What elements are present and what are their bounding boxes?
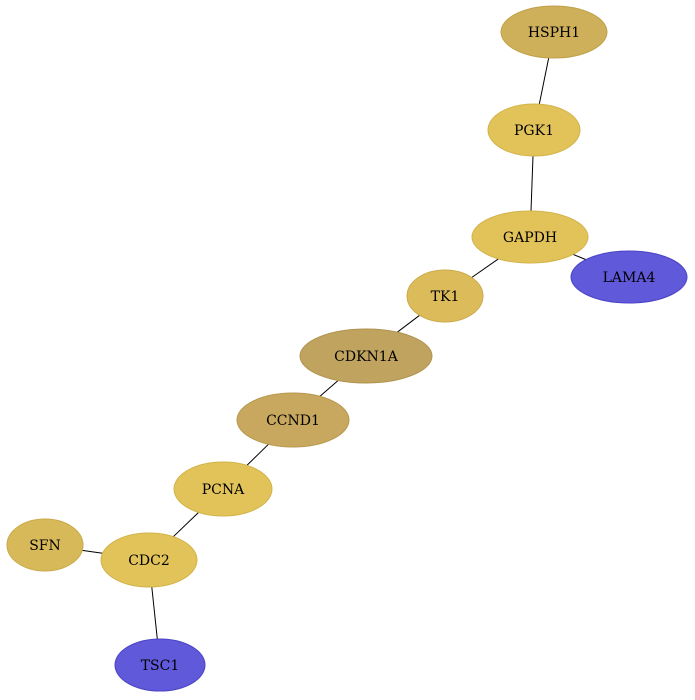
node-label-tk1: TK1 bbox=[431, 289, 460, 305]
edge-gapdh-lama4 bbox=[572, 253, 587, 261]
node-shape-cdc2[interactable] bbox=[100, 532, 198, 588]
node-shape-gapdh[interactable] bbox=[471, 210, 589, 264]
node-label-cdc2: CDC2 bbox=[128, 553, 170, 569]
node-shape-cdkn1a[interactable] bbox=[299, 328, 433, 384]
edges-layer bbox=[82, 57, 587, 640]
edge-ccnd1-pcna bbox=[246, 443, 269, 466]
node-hsph1[interactable]: HSPH1 bbox=[500, 5, 608, 59]
node-tk1[interactable]: TK1 bbox=[406, 269, 484, 323]
node-label-ccnd1: CCND1 bbox=[266, 413, 320, 429]
node-label-lama4: LAMA4 bbox=[603, 270, 656, 286]
edge-hsph1-pgk1 bbox=[538, 57, 550, 105]
node-cdkn1a[interactable]: CDKN1A bbox=[299, 328, 433, 384]
node-shape-ccnd1[interactable] bbox=[236, 392, 350, 448]
node-lama4[interactable]: LAMA4 bbox=[570, 250, 688, 304]
edge-cdkn1a-ccnd1 bbox=[319, 380, 339, 397]
node-label-pcna: PCNA bbox=[202, 482, 245, 498]
node-sfn[interactable]: SFN bbox=[6, 518, 84, 572]
node-shape-tk1[interactable] bbox=[406, 269, 484, 323]
edge-sfn-cdc2 bbox=[82, 549, 103, 554]
node-shape-pcna[interactable] bbox=[173, 461, 273, 517]
node-shape-tsc1[interactable] bbox=[114, 638, 206, 692]
node-label-sfn: SFN bbox=[29, 538, 61, 554]
node-ccnd1[interactable]: CCND1 bbox=[236, 392, 350, 448]
edge-cdc2-tsc1 bbox=[151, 586, 158, 640]
node-shape-lama4[interactable] bbox=[570, 250, 688, 304]
edge-pcna-cdc2 bbox=[172, 512, 199, 538]
edge-gapdh-tk1 bbox=[471, 258, 499, 278]
edge-tk1-cdkn1a bbox=[396, 314, 420, 333]
node-label-cdkn1a: CDKN1A bbox=[334, 349, 399, 365]
node-tsc1[interactable]: TSC1 bbox=[114, 638, 206, 692]
node-shape-hsph1[interactable] bbox=[500, 5, 608, 59]
node-label-tsc1: TSC1 bbox=[141, 658, 180, 674]
node-shape-sfn[interactable] bbox=[6, 518, 84, 572]
node-pcna[interactable]: PCNA bbox=[173, 461, 273, 517]
node-gapdh[interactable]: GAPDH bbox=[471, 210, 589, 264]
node-label-gapdh: GAPDH bbox=[503, 230, 557, 246]
node-shape-pgk1[interactable] bbox=[487, 103, 581, 157]
node-pgk1[interactable]: PGK1 bbox=[487, 103, 581, 157]
node-label-hsph1: HSPH1 bbox=[528, 25, 580, 41]
edge-pgk1-gapdh bbox=[530, 155, 534, 212]
node-cdc2[interactable]: CDC2 bbox=[100, 532, 198, 588]
node-label-pgk1: PGK1 bbox=[514, 123, 554, 139]
